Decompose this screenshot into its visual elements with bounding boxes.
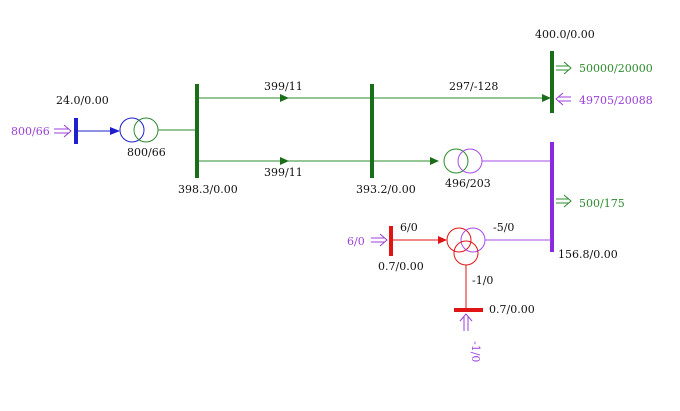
- bus-b-voltage-label: 393.2/0.00: [356, 183, 416, 196]
- line-a-b-top-label: 399/11: [264, 80, 303, 93]
- gen-injection-arrow: [54, 124, 72, 138]
- transformer-t2[interactable]: [443, 148, 483, 174]
- bus-a-voltage-label: 398.3/0.00: [178, 183, 238, 196]
- line-b-c-arrow: [542, 94, 551, 102]
- bus-f-injection-arrow: [459, 313, 473, 331]
- t3-primary-flow-label: 6/0: [400, 221, 418, 234]
- bus-c-load-label: 50000/20000: [579, 62, 653, 75]
- bus-d-load-label: 500/175: [579, 197, 625, 210]
- gen-bus-group: 24.0/0.00 800/66: [11, 94, 120, 144]
- bus-f-voltage-label: 0.7/0.00: [489, 303, 535, 316]
- line-a-b-bottom-arrow: [280, 157, 289, 165]
- bus-e-voltage-label: 0.7/0.00: [378, 260, 424, 273]
- t3-secondary-flow-label: -5/0: [493, 221, 514, 234]
- transformer-t3[interactable]: [446, 227, 486, 266]
- bus-c-injection-arrow: [555, 92, 571, 106]
- gen-injection-label: 800/66: [11, 125, 50, 138]
- t1-flow-label: 800/66: [127, 146, 166, 159]
- gen-bus-voltage-label: 24.0/0.00: [56, 94, 109, 107]
- line-b-c-label: 297/-128: [449, 80, 498, 93]
- bus-b-to-t2-arrow: [430, 157, 439, 165]
- bus-e-to-t3-arrow: [438, 236, 447, 244]
- t3-tertiary-flow-label: -1/0: [472, 274, 493, 287]
- bus-c-load-arrow: [556, 61, 572, 75]
- bus-f-injection-label: -1/0: [469, 341, 482, 362]
- bus-d-load-arrow: [556, 194, 572, 208]
- t2-flow-label: 496/203: [445, 177, 491, 190]
- line-a-b-bottom-label: 399/11: [264, 166, 303, 179]
- line-a-b-top-arrow: [280, 94, 289, 102]
- bus-c-injection-label: 49705/20088: [579, 94, 653, 107]
- transformer-t1[interactable]: [119, 117, 159, 143]
- bus-c-voltage-label: 400.0/0.00: [535, 28, 595, 41]
- bus-e-injection-label: 6/0: [347, 235, 365, 248]
- bus-e-injection-arrow: [371, 233, 388, 247]
- bus-d-voltage-label: 156.8/0.00: [558, 248, 618, 261]
